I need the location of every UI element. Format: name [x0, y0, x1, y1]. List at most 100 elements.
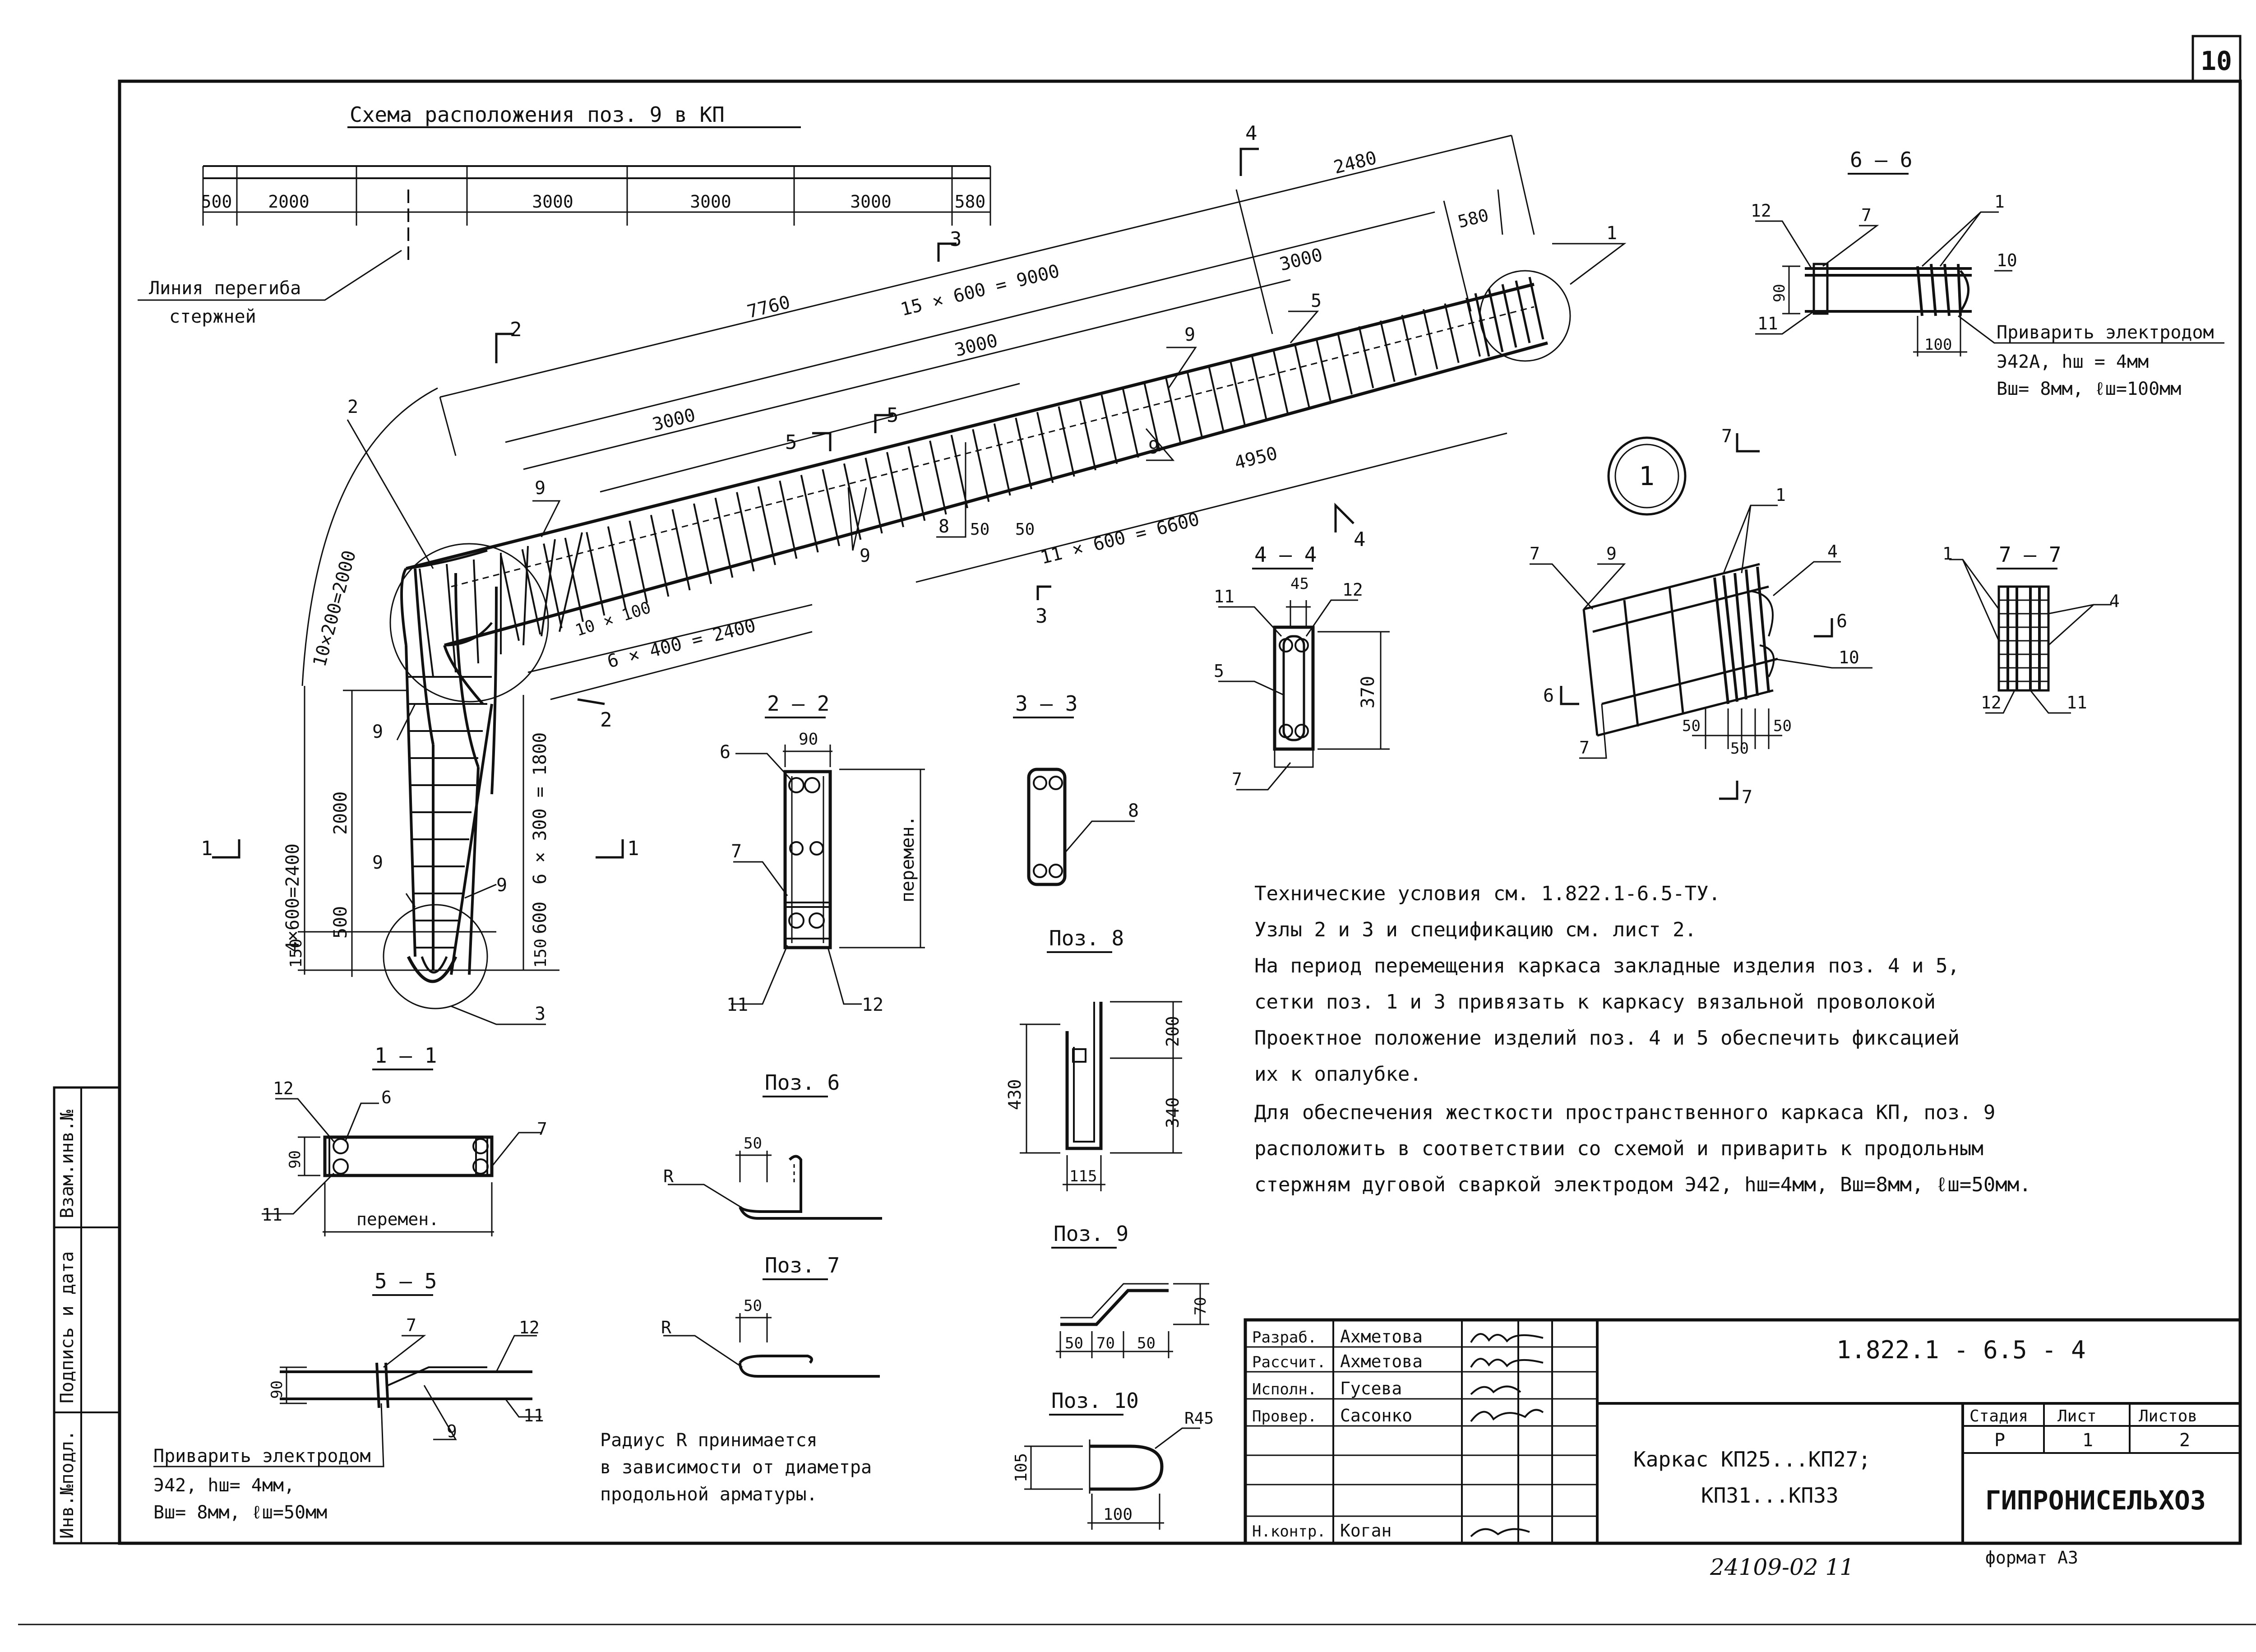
stirrup-line	[671, 509, 691, 591]
sec-2-2-title: 2 – 2	[767, 691, 829, 716]
stirrup-line	[1036, 412, 1054, 483]
cut-2-top: 2	[510, 318, 522, 341]
stirrup-line	[1272, 349, 1289, 414]
dim-10x200: 10×200=2000	[309, 548, 360, 669]
bend-line-label-2: стержней	[169, 306, 256, 327]
tb-role-2: Рассчит.	[1252, 1353, 1326, 1371]
tb-name-4: Сасонко	[1340, 1406, 1412, 1425]
sec-1-1-title: 1 – 1	[374, 1043, 437, 1068]
sec-4-4-pos-11: 11	[1214, 587, 1234, 606]
node-1-dim-50b: 50	[1730, 740, 1749, 758]
tb-sheets: 2	[2179, 1430, 2190, 1451]
dim-580: 580	[1456, 205, 1491, 231]
stirrup-line	[693, 503, 712, 584]
sec-6-6-weld-2: Э42А, hш = 4мм	[1997, 352, 2149, 372]
section-6-6: 6 – 6 12 7 1 10 11 90 100 Приварить элек…	[1751, 148, 2224, 399]
sec-2-2-pos-6: 6	[720, 742, 730, 763]
schema-seg-3000b: 3000	[690, 192, 731, 212]
note-line-2: Узлы 2 и 3 и спецификацию см. лист 2.	[1254, 918, 1697, 941]
stirrup-line	[543, 543, 563, 629]
dim-500: 500	[330, 906, 351, 939]
dim-7760: 7760	[745, 292, 792, 323]
node-1-pos-9: 9	[1606, 544, 1617, 564]
technical-notes: Технические условия см. 1.822.1-6.5-ТУ. …	[1254, 882, 2031, 1196]
stirrup-line	[564, 537, 584, 622]
tb-name-line-2: КП31...КП33	[1701, 1483, 1839, 1508]
schema-seg-580: 580	[955, 192, 986, 212]
pos-3-callout: 3	[535, 1004, 546, 1024]
pos-9-callout-b: 9	[1184, 324, 1195, 345]
sec-1-1-pos-7: 7	[537, 1119, 547, 1139]
node-1-pos-1: 1	[1775, 485, 1786, 505]
sec-5-5-weld-3: Вш= 8мм, ℓш=50мм	[153, 1502, 327, 1523]
note-line-8: расположить в соответствии со схемой и п…	[1254, 1137, 1983, 1160]
tb-sheet-header: Лист	[2057, 1407, 2097, 1425]
pos-10-detail: Поз. 10 R45 105 100	[1012, 1388, 1214, 1530]
pos-7-dim-50: 50	[744, 1297, 762, 1315]
stamp-original-inv: Инв.№подл.	[57, 1430, 78, 1539]
stirrup-line	[586, 532, 606, 616]
tb-organization: ГИПРОНИСЕЛЬХОЗ	[1985, 1485, 2206, 1516]
pos-9-callout-f: 9	[372, 852, 383, 873]
pos-6-detail: Поз. 6 50 R	[663, 1070, 882, 1220]
sec-1-1-pos-6: 6	[381, 1087, 392, 1107]
pos-9-callout-d: 9	[860, 546, 870, 566]
pos-10-dim-100: 100	[1103, 1505, 1133, 1524]
dim-150-right: 150	[532, 939, 550, 968]
pos-6-title: Поз. 6	[765, 1070, 840, 1095]
cut-3-bottom: 3	[1036, 605, 1048, 628]
dim-6x300: 6 × 300 = 1800	[530, 732, 550, 884]
pos-8-dim-340: 340	[1163, 1097, 1183, 1128]
stamp-signature-date: Подпись и дата	[57, 1251, 78, 1403]
tb-role-3: Исполн.	[1252, 1380, 1317, 1398]
schema-seg-2000: 2000	[268, 192, 310, 212]
tb-name-3: Гусева	[1340, 1379, 1402, 1398]
stirrup-line	[1208, 366, 1225, 433]
stirrup-line	[1229, 360, 1246, 426]
stirrup-line	[1315, 338, 1331, 401]
tb-sheets-header: Листов	[2139, 1407, 2197, 1425]
sec-3-3-pos-8: 8	[1128, 801, 1139, 821]
pos-7-title: Поз. 7	[765, 1253, 840, 1277]
stirrup-line	[1379, 320, 1396, 382]
stirrup-line	[1122, 389, 1139, 458]
sec-6-6-pos-1: 1	[1994, 192, 2005, 212]
tb-name-7: Коган	[1340, 1521, 1392, 1541]
note-line-1: Технические условия см. 1.822.1-6.5-ТУ.	[1254, 882, 1720, 905]
sec-6-6-weld-3: Вш= 8мм, ℓш=100мм	[1997, 379, 2181, 399]
stirrup-line	[650, 514, 670, 597]
pos-8-dim-430: 430	[1005, 1079, 1025, 1110]
signature-3	[1470, 1385, 1521, 1395]
sec-5-5-weld-2: Э42, hш= 4мм,	[153, 1475, 295, 1496]
sec-7-7-pos-12: 12	[1981, 693, 2002, 713]
stirrup-line	[500, 555, 520, 641]
sec-5-5-dim-90: 90	[268, 1380, 286, 1399]
signature-2	[1470, 1358, 1544, 1368]
dim-150-left: 150	[287, 939, 305, 968]
pos-9-callout-g: 9	[496, 875, 507, 896]
sec-6-6-dim-100: 100	[1924, 336, 1952, 354]
sec-7-7-pos-1: 1	[1942, 544, 1953, 564]
stirrup-line	[907, 446, 926, 521]
pos-9-title: Поз. 9	[1054, 1222, 1128, 1246]
dim-15x600: 15 × 600 = 9000	[898, 261, 1062, 320]
sec-7-7-pos-11: 11	[2066, 693, 2087, 713]
sec-2-2-pos-12: 12	[862, 995, 883, 1015]
radius-note-1: Радиус R принимается	[600, 1430, 818, 1451]
sec-3-3-title: 3 – 3	[1015, 691, 1077, 716]
top-schema: Схема расположения поз. 9 в КП 500 2000 …	[138, 102, 991, 327]
dim-600: 600	[530, 902, 550, 934]
sec-7-7-title: 7 – 7	[1999, 542, 2061, 567]
pos-2-callout: 2	[347, 397, 358, 417]
pos-5-callout: 5	[1311, 291, 1322, 311]
sec-1-1-pos-11: 11	[262, 1205, 282, 1225]
stirrup-line	[1165, 377, 1182, 445]
tb-sheet: 1	[2082, 1430, 2093, 1451]
stirrup-line	[1294, 343, 1310, 407]
cut-5-right: 5	[887, 404, 899, 427]
note-line-5: Проектное положение изделий поз. 4 и 5 о…	[1254, 1027, 1960, 1050]
pos-9-callout-a: 9	[535, 478, 546, 499]
sec-5-5-title: 5 – 5	[374, 1269, 437, 1293]
node-1-pos-10: 10	[1839, 648, 1859, 667]
stirrup-line	[1100, 394, 1118, 464]
